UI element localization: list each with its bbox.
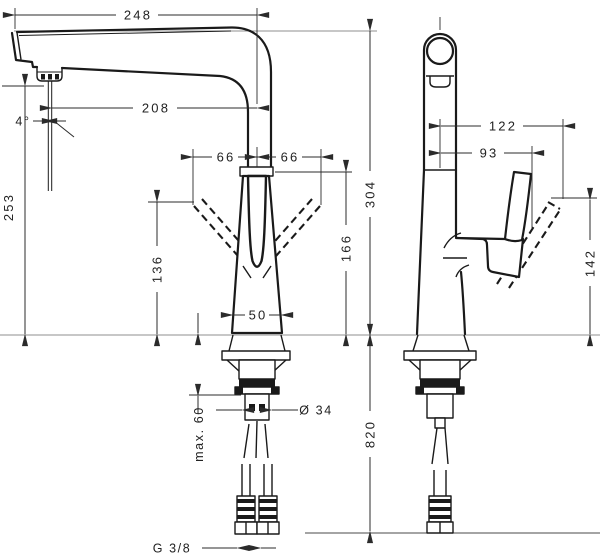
dim-connection-thread: G 3/8 bbox=[153, 542, 276, 556]
dim-label-4deg: 4° bbox=[15, 115, 30, 129]
dim-swivel-range: 66 66 bbox=[180, 147, 334, 205]
dim-spray-angle: 4° bbox=[15, 115, 75, 138]
dim-lever-swing-reach: 122 bbox=[428, 119, 576, 199]
dim-spout-reach: 248 bbox=[2, 8, 270, 104]
dim-max-mounting-thickness: max. 60 bbox=[189, 313, 241, 462]
dim-label-dia34: Ø 34 bbox=[299, 404, 333, 418]
escutcheon-plate bbox=[221, 350, 291, 361]
dim-label-166: 166 bbox=[339, 234, 354, 262]
mounting-block-front bbox=[419, 359, 461, 380]
dim-hose-drop-length: 820 bbox=[362, 323, 378, 544]
dim-lever-height-above-deck: 142 bbox=[551, 187, 598, 347]
dim-spout-outlet-height: 253 bbox=[1, 73, 44, 347]
dim-lever-tip-height: 136 bbox=[148, 189, 194, 347]
side-under-counter-mounting bbox=[221, 334, 291, 535]
spout-outline bbox=[10, 26, 273, 169]
dim-label-66-right: 66 bbox=[281, 150, 300, 165]
body-left-edge bbox=[415, 168, 426, 336]
handle-lever-neutral bbox=[246, 174, 268, 268]
dim-label-g38: G 3/8 bbox=[153, 542, 192, 556]
water-stream-lines bbox=[47, 81, 53, 191]
dim-aerator-to-axis: 208 bbox=[39, 101, 270, 116]
threaded-shank-front bbox=[426, 393, 454, 419]
dim-label-max60: max. 60 bbox=[192, 406, 206, 462]
aerator bbox=[36, 67, 63, 82]
hose-connector-front bbox=[426, 470, 454, 534]
dim-shank-diameter: Ø 34 bbox=[216, 404, 333, 418]
dim-lever-tip-offset: 93 bbox=[428, 146, 545, 228]
front-under-counter-mounting bbox=[403, 334, 477, 534]
dim-label-304: 304 bbox=[363, 180, 378, 208]
hose-connectors bbox=[234, 464, 280, 535]
escutcheon-plate-front bbox=[403, 350, 477, 361]
spout-front-outline bbox=[422, 32, 458, 172]
dim-overall-height: 304 bbox=[362, 18, 378, 347]
dim-label-93: 93 bbox=[480, 146, 499, 161]
dim-label-142: 142 bbox=[583, 249, 598, 277]
mounting-block bbox=[238, 359, 276, 380]
handle-lever-solid bbox=[503, 170, 533, 243]
front-view bbox=[403, 17, 561, 534]
threaded-shank bbox=[244, 393, 270, 421]
spout-end-circle bbox=[425, 36, 455, 66]
dim-label-253: 253 bbox=[1, 193, 16, 221]
supply-hoses-front bbox=[431, 427, 449, 465]
dim-label-66-left: 66 bbox=[217, 150, 236, 165]
dim-base-diameter: 50 bbox=[220, 308, 294, 323]
swivel-arc-marks bbox=[443, 232, 470, 278]
dim-label-208: 208 bbox=[142, 101, 170, 116]
dim-body-joint-height: 166 bbox=[275, 159, 354, 347]
lever-base-marks bbox=[242, 265, 272, 279]
dim-label-122: 122 bbox=[489, 119, 517, 134]
dim-label-248: 248 bbox=[124, 8, 152, 23]
body-lower-right-edge bbox=[459, 270, 467, 336]
dim-label-136: 136 bbox=[150, 255, 165, 283]
aerator-front bbox=[429, 76, 451, 88]
handle-swing-dashed-right bbox=[268, 198, 321, 257]
dim-label-820: 820 bbox=[363, 420, 378, 448]
dim-label-50: 50 bbox=[249, 308, 268, 323]
supply-hoses bbox=[243, 420, 269, 459]
swivel-collar bbox=[239, 166, 274, 177]
